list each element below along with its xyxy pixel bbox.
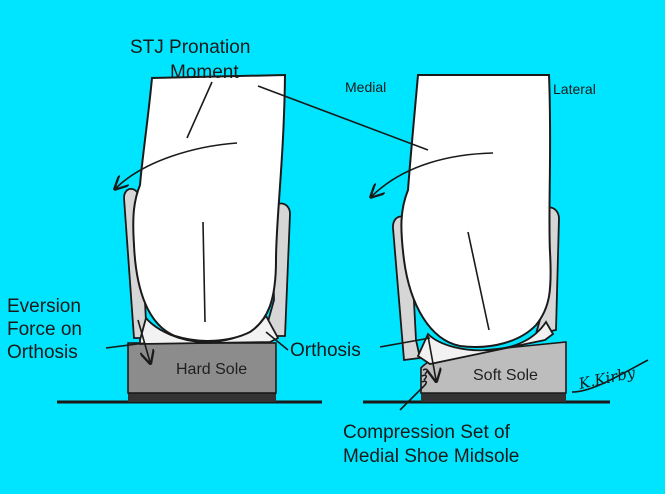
eversion-label-line3: Orthosis xyxy=(7,342,78,363)
lateral-label: Lateral xyxy=(553,81,596,97)
eversion-force-arrow xyxy=(137,319,150,362)
compression-label-line1: Compression Set of xyxy=(343,422,511,443)
signature-text: K.Kirby xyxy=(576,363,637,393)
compression-label-line2: Medial Shoe Midsole xyxy=(343,446,519,467)
right-pronation-arrow xyxy=(372,152,494,196)
right-outsole xyxy=(421,392,566,402)
right-orthosis-shell xyxy=(416,320,555,365)
hard-sole-label: Hard Sole xyxy=(176,361,247,378)
leader-lines xyxy=(105,81,431,411)
pronation-leader-left xyxy=(186,81,213,139)
compression-leader xyxy=(399,385,425,411)
signature-underline xyxy=(571,359,649,393)
pronation-label-line2: Moment xyxy=(170,62,239,83)
medial-label: Medial xyxy=(345,79,386,95)
right-force-arrow xyxy=(428,335,436,380)
right-foot-assembly xyxy=(363,74,610,404)
eversion-label-line1: Eversion xyxy=(7,296,81,317)
pronation-label-line1: STJ Pronation xyxy=(130,37,250,58)
right-heel-bisection xyxy=(467,231,490,331)
orthosis-label: Orthosis xyxy=(290,340,361,361)
eversion-leader xyxy=(105,342,146,349)
right-heel xyxy=(400,74,552,348)
orthosis-leader-left xyxy=(265,331,289,351)
pronation-leader-right xyxy=(257,85,429,151)
left-outsole xyxy=(128,392,276,402)
soft-sole-label: Soft Sole xyxy=(473,367,538,384)
orthosis-leader-right xyxy=(379,337,431,348)
artist-signature: K.Kirby xyxy=(571,359,649,393)
left-foot-assembly xyxy=(57,73,322,404)
left-heel-bisection xyxy=(202,221,206,323)
left-heel xyxy=(132,73,287,342)
left-pronation-arrow xyxy=(116,142,238,188)
eversion-label-line2: Force on xyxy=(7,319,82,340)
